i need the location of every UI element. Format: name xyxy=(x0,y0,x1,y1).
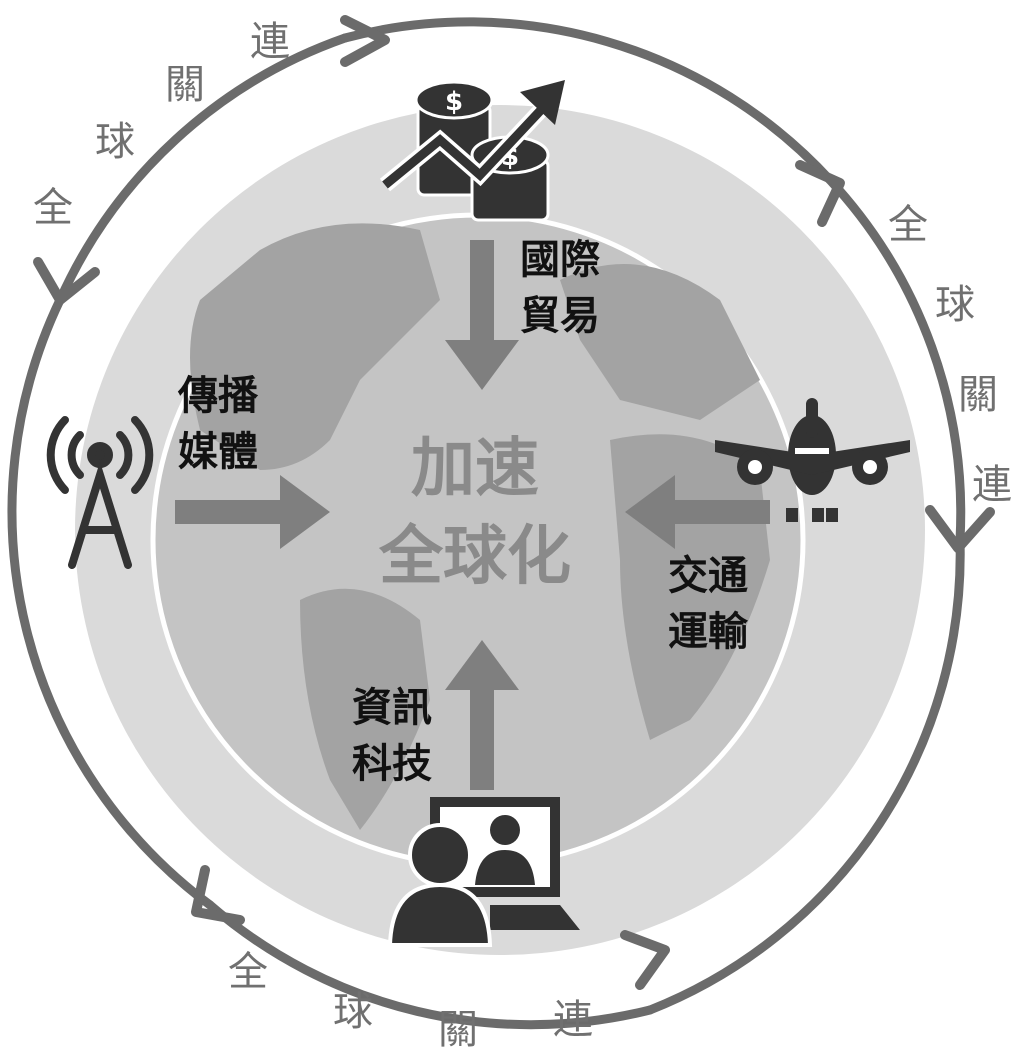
coins-growth-icon: $ $ xyxy=(379,80,565,222)
broadcast-tower-icon xyxy=(46,416,154,569)
media-line2: 媒體 xyxy=(178,429,258,475)
trade-line1: 國際 xyxy=(520,237,600,283)
outer-cycle-ring xyxy=(7,17,966,1030)
it-line2: 科技 xyxy=(352,741,432,787)
it-line1: 資訊 xyxy=(352,685,432,731)
label-transport: 交通 運輸 xyxy=(668,548,748,660)
ring-char: 球 xyxy=(95,119,135,165)
label-international-trade: 國際 貿易 xyxy=(520,232,600,344)
ring-char: 全 xyxy=(33,185,73,231)
center-title-line1: 加速 xyxy=(411,432,539,506)
inward-arrows xyxy=(175,240,770,790)
ring-char: 關 xyxy=(958,372,998,418)
center-title: 加速 全球化 xyxy=(360,425,590,601)
ring-char: 連 xyxy=(972,462,1012,508)
ring-char: 球 xyxy=(333,989,373,1035)
ring-char: 全 xyxy=(888,202,928,248)
ring-char: 連 xyxy=(553,997,593,1043)
video-call-laptop-icon xyxy=(387,797,580,947)
cycle-arrowheads xyxy=(33,15,995,990)
airplane-icon xyxy=(715,398,910,522)
label-information-technology: 資訊 科技 xyxy=(352,680,432,792)
center-title-line2: 全球化 xyxy=(379,520,571,594)
ring-char: 全 xyxy=(228,949,268,995)
label-media: 傳播 媒體 xyxy=(178,368,258,480)
ring-char: 關 xyxy=(438,1007,478,1053)
transport-line1: 交通 xyxy=(668,553,748,599)
ring-char: 連 xyxy=(250,19,290,65)
ring-char: 球 xyxy=(935,282,975,328)
trade-line2: 貿易 xyxy=(520,293,600,339)
transport-line2: 運輸 xyxy=(668,609,748,655)
ring-char: 關 xyxy=(165,62,205,108)
svg-text:$: $ xyxy=(445,87,463,117)
media-line1: 傳播 xyxy=(178,373,258,419)
